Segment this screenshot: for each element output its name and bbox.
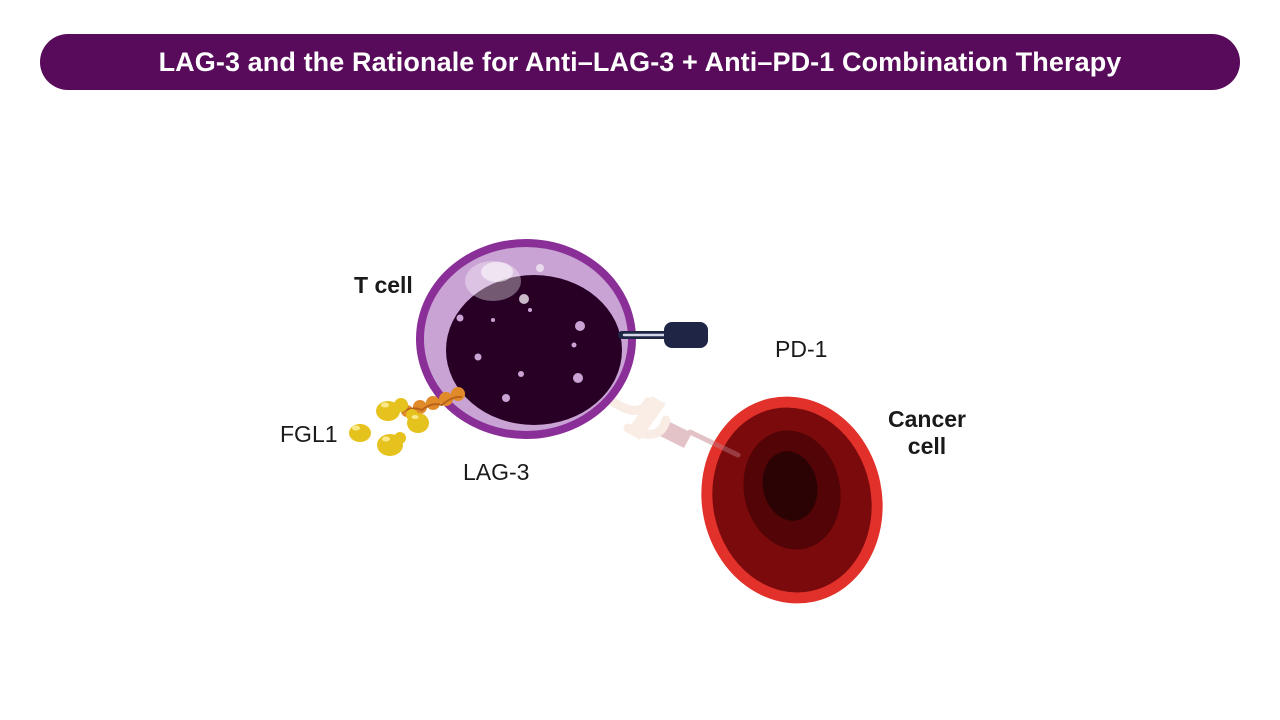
pdl1-ligand-icon — [605, 395, 741, 458]
pd1-receptor-icon — [618, 322, 708, 348]
cancer-cell-label-line2: cell — [907, 433, 947, 459]
cancer-cell-label: Cancer cell — [888, 406, 966, 460]
fgl1-ligand-icon — [349, 398, 429, 456]
t-cell-icon — [416, 239, 636, 439]
lag3-label: LAG-3 — [463, 459, 530, 485]
fgl1-label: FGL1 — [280, 421, 338, 447]
cancer-cell-icon — [701, 396, 883, 604]
cancer-cell-label-line1: Cancer — [888, 406, 966, 432]
page-title: LAG-3 and the Rationale for Anti–LAG-3 +… — [40, 34, 1240, 90]
t-cell-label: T cell — [354, 272, 413, 298]
pd1-label: PD-1 — [775, 336, 828, 362]
